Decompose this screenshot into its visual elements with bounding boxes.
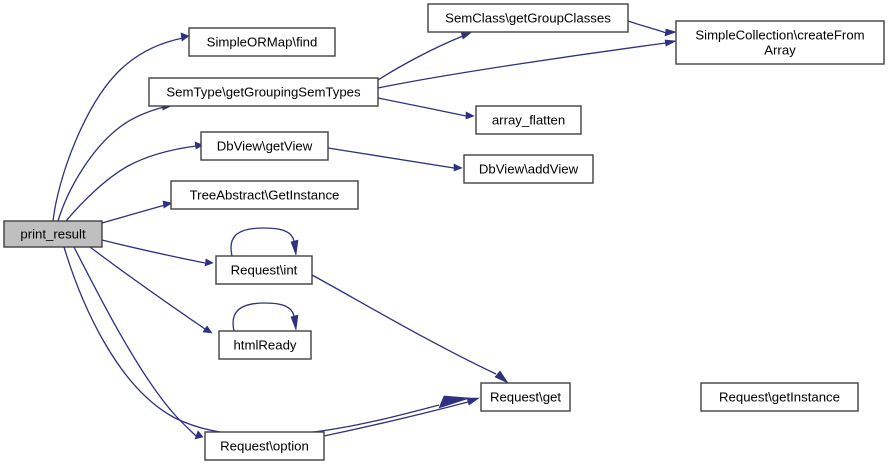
edges-layer	[52, 20, 678, 440]
node-array_flatten[interactable]: array_flatten	[475, 105, 582, 135]
edge-print_result-to-simpleormap_find	[52, 32, 190, 222]
edge-print_result-to-dbview_getview	[65, 141, 204, 222]
edge-line	[89, 246, 206, 330]
edge-print_result-to-request_get	[63, 246, 471, 437]
edge-line	[73, 246, 197, 437]
node-dbview_getview[interactable]: DbView\getView	[200, 131, 329, 161]
edge-line	[377, 42, 667, 89]
edge-semtype_getgroupingsemtypes-to-semclass_getgroupclasses	[377, 30, 474, 81]
edge-line	[101, 204, 166, 224]
node-label: htmlReady	[233, 337, 296, 352]
edge-semtype_getgroupingsemtypes-to-array_flatten	[377, 97, 475, 120]
edge-print_result-to-request_int	[101, 239, 214, 267]
arrowhead-icon	[204, 258, 214, 267]
node-rect[interactable]	[700, 382, 859, 412]
arrowhead-icon	[465, 111, 475, 120]
arrowhead-icon	[664, 28, 677, 37]
edge-line	[101, 239, 206, 264]
node-rect[interactable]	[170, 180, 359, 210]
node-print_result[interactable]: print_result	[3, 220, 103, 248]
edge-line	[65, 145, 197, 222]
edge-semclass_getgroupclasses-to-simplecollection_createfromarray	[627, 20, 677, 37]
edge-print_result-to-htmlready	[89, 246, 213, 334]
node-rect[interactable]	[475, 105, 582, 135]
edge-dbview_getview-to-dbview_addview	[327, 147, 463, 172]
node-semclass_getgroupclasses[interactable]: SemClass\getGroupClasses	[427, 3, 629, 33]
node-request_option[interactable]: Request\option	[204, 431, 325, 461]
node-htmlready[interactable]: htmlReady	[218, 330, 312, 360]
edge-print_result-to-semtype_getgroupingsemtypes	[57, 102, 172, 222]
node-label: SemType\getGroupingSemTypes	[166, 84, 361, 99]
edge-line	[627, 20, 667, 34]
node-label: Request\getInstance	[719, 389, 840, 404]
node-label: array_flatten	[492, 112, 565, 127]
node-request_get[interactable]: Request\get	[480, 382, 571, 412]
arrowhead-icon	[180, 32, 190, 42]
node-label: Request\int	[231, 262, 298, 277]
edge-line	[232, 302, 295, 332]
node-request_getinstance[interactable]: Request\getInstance	[700, 382, 859, 412]
node-rect[interactable]	[148, 77, 379, 107]
node-rect[interactable]	[675, 20, 885, 65]
edge-line	[327, 147, 455, 169]
arrowhead-icon	[290, 314, 299, 331]
node-rect[interactable]	[204, 431, 325, 461]
edge-line	[311, 274, 497, 375]
node-rect[interactable]	[218, 330, 312, 360]
arrowhead-icon	[466, 397, 480, 406]
arrowhead-icon	[194, 430, 204, 440]
edge-print_result-to-request_option	[73, 246, 204, 440]
edge-line	[377, 35, 464, 81]
node-semtype_getgroupingsemtypes[interactable]: SemType\getGroupingSemTypes	[148, 77, 379, 107]
node-label: Request\get	[490, 389, 561, 404]
node-rect[interactable]	[463, 154, 594, 184]
edge-line	[323, 401, 469, 437]
edge-request_int-to-request_int	[230, 227, 299, 257]
arrowhead-icon	[664, 39, 678, 47]
node-rect[interactable]	[427, 3, 629, 33]
node-rect[interactable]	[200, 131, 329, 161]
node-treeabstract_getinstance[interactable]: TreeAbstract\GetInstance	[170, 180, 359, 210]
arrowhead-icon	[202, 325, 213, 334]
edge-htmlready-to-htmlready	[232, 302, 299, 332]
node-dbview_addview[interactable]: DbView\addView	[463, 154, 594, 184]
edge-line	[52, 37, 184, 222]
edge-request_int-to-request_get	[311, 274, 509, 384]
node-rect[interactable]	[3, 220, 103, 248]
node-label: Request\option	[220, 438, 309, 453]
node-label: Array	[764, 42, 796, 57]
node-rect[interactable]	[215, 255, 313, 285]
node-rect[interactable]	[188, 27, 336, 57]
nodes-layer: print_result SimpleORMap\findSemType\getG…	[3, 3, 885, 461]
edge-line	[377, 97, 467, 117]
node-label: SimpleCollection\createFrom	[695, 27, 864, 42]
node-label: TreeAbstract\GetInstance	[190, 187, 340, 202]
arrowhead-icon	[438, 395, 471, 409]
edge-line	[57, 106, 165, 222]
arrowhead-icon	[290, 239, 299, 256]
node-rect[interactable]	[480, 382, 571, 412]
edge-line	[230, 227, 295, 257]
node-label: SemClass\getGroupClasses	[445, 10, 611, 25]
arrowhead-icon	[162, 200, 173, 209]
arrowhead-icon	[453, 163, 463, 172]
edge-semtype_getgroupingsemtypes-to-simplecollection_createfromarray	[377, 39, 678, 89]
edge-request_option-to-request_get	[323, 397, 480, 437]
arrowhead-icon	[494, 370, 509, 384]
edge-print_result-to-treeabstract_getinstance	[101, 200, 173, 224]
node-label: DbView\getView	[217, 138, 313, 153]
node-request_int[interactable]: Request\int	[215, 255, 313, 285]
node-label: DbView\addView	[479, 161, 579, 176]
arrowhead-icon	[194, 141, 204, 150]
node-label: print_result	[20, 226, 86, 241]
node-label: SimpleORMap\find	[207, 34, 318, 49]
node-simpleormap_find[interactable]: SimpleORMap\find	[188, 27, 336, 57]
edge-line	[63, 246, 440, 437]
